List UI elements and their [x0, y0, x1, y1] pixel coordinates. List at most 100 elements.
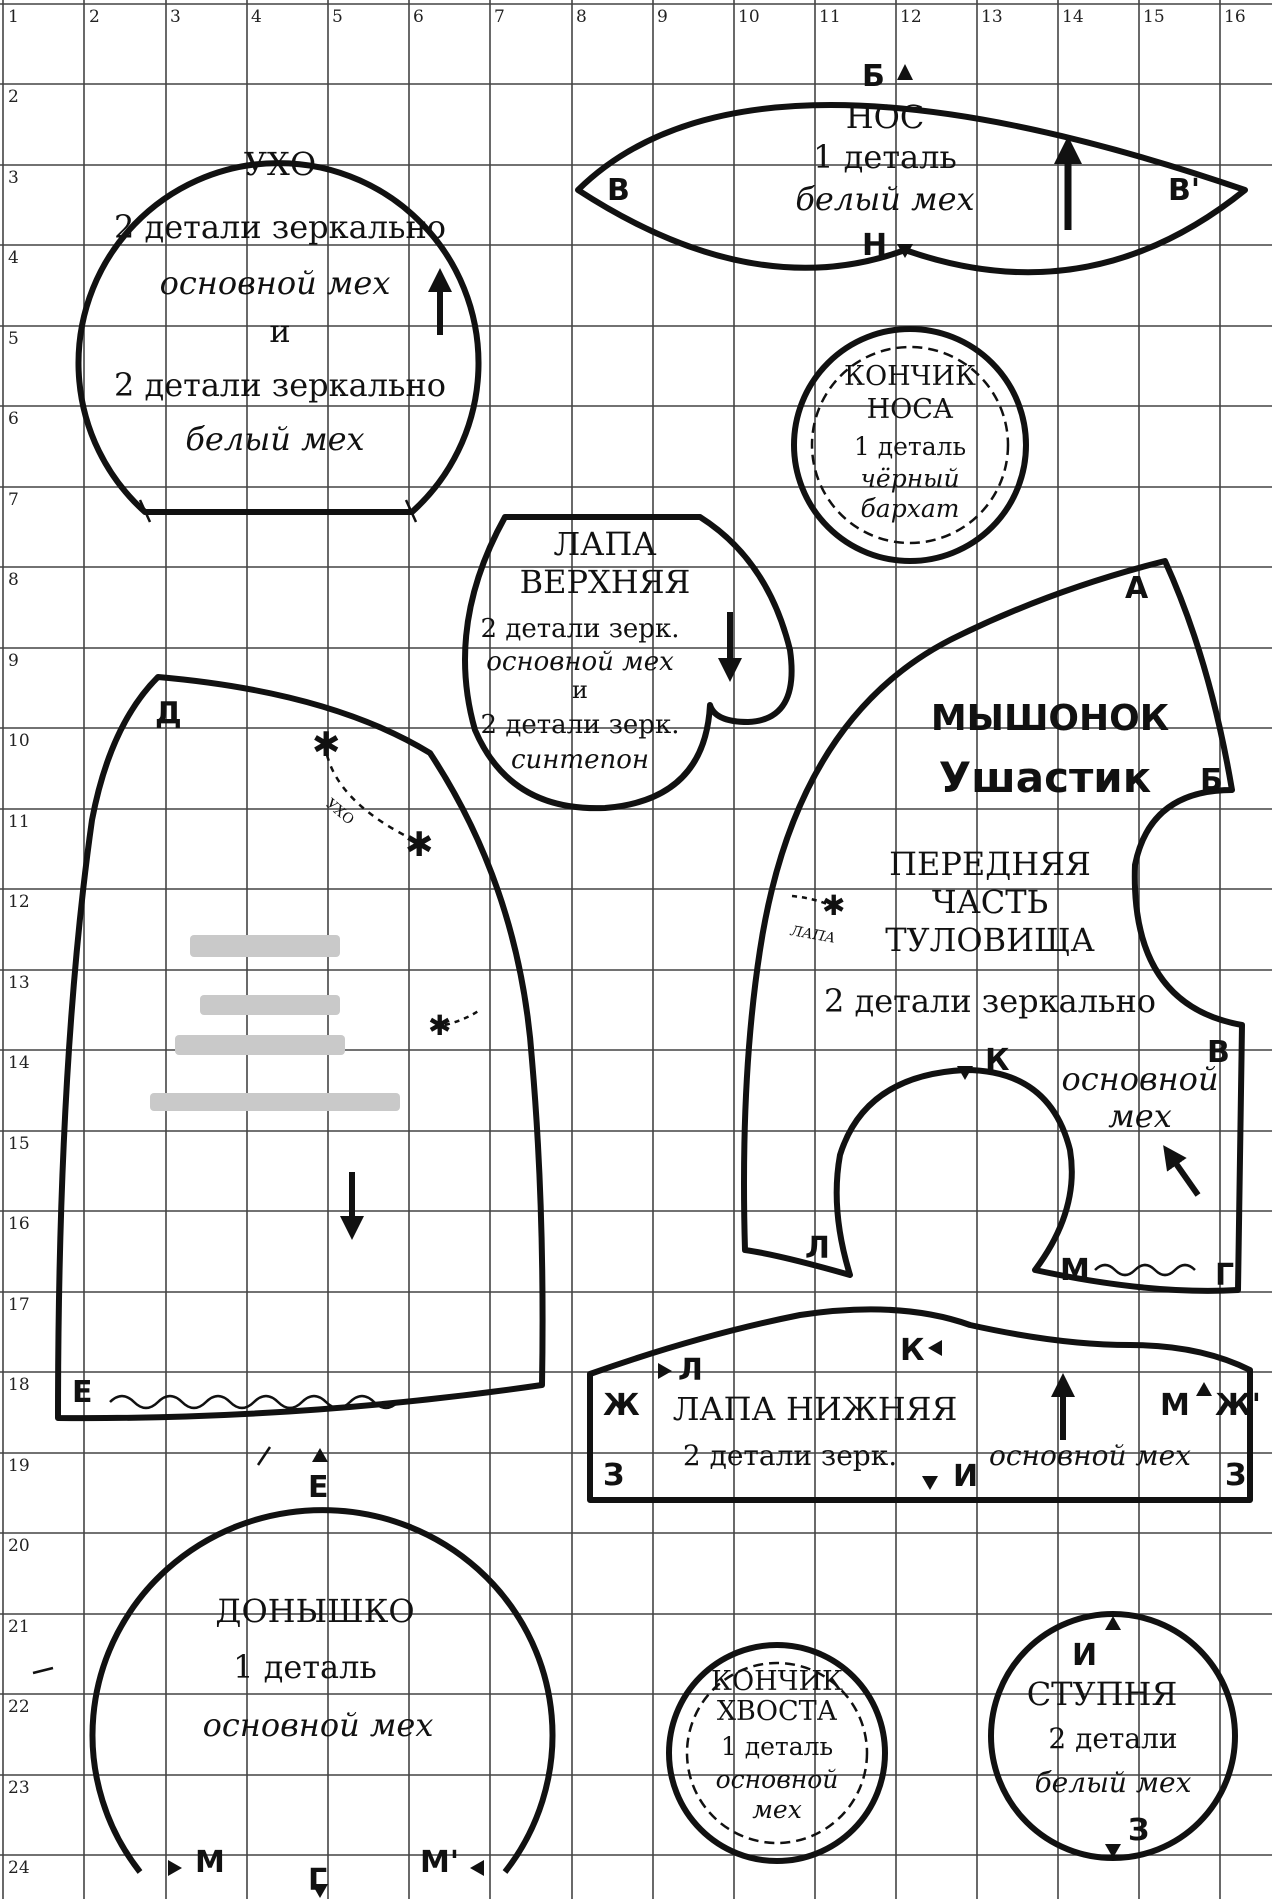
- nose-mark-n: Н: [862, 228, 887, 263]
- nose-mark-v: В: [607, 173, 630, 208]
- col-number: 15: [1143, 7, 1165, 27]
- col-number: 13: [981, 7, 1003, 27]
- upper-paw-count: 2 детали зерк.: [481, 614, 680, 644]
- foot-piece: И СТУПНЯ 2 детали белый мех З: [988, 1611, 1238, 1861]
- col-number: 1: [8, 7, 19, 27]
- foot-mark-i: И: [1072, 1638, 1097, 1673]
- col-number: 12: [900, 7, 922, 27]
- faded-label-block: [175, 1035, 345, 1055]
- tail-tip-seam: [685, 1661, 869, 1845]
- row-number: 11: [8, 812, 30, 832]
- bottom-name: ДОНЫШКО: [215, 1592, 414, 1630]
- bottom-count: 1 деталь: [233, 1648, 377, 1686]
- title-line-1: МЫШОНОК: [931, 698, 1169, 739]
- row-number: 6: [8, 409, 19, 429]
- col-number: 7: [494, 7, 505, 27]
- foot-mark-z: З: [1128, 1813, 1149, 1848]
- lower-paw-outline: [587, 1306, 1253, 1503]
- ear-name: УХО: [244, 145, 316, 183]
- body-mark-l: Л: [805, 1231, 830, 1266]
- ear-asterisk-icon: ✱: [312, 725, 341, 765]
- ear-piece: УХО 2 детали зеркально основной мех и 2 …: [75, 145, 482, 523]
- row-number: 3: [8, 168, 19, 188]
- upper-paw-material: основной мех: [486, 647, 674, 677]
- ear-count-2: 2 детали зеркально: [114, 366, 446, 404]
- upper-paw-material-2: синтепон: [511, 745, 649, 775]
- row-number: 23: [8, 1778, 30, 1798]
- paw-mark-k: К: [900, 1333, 925, 1368]
- nose-mark-b: Б: [862, 59, 885, 94]
- nose-mark-v2: В': [1168, 173, 1200, 208]
- row-number: 14: [8, 1053, 30, 1073]
- notch-g-icon: [312, 1884, 328, 1898]
- bottom-piece: Е ДОНЫШКО 1 деталь основной мех М Г М': [32, 1446, 556, 1898]
- col-number: 4: [251, 7, 262, 27]
- row-number: 12: [8, 892, 30, 912]
- notch-z-icon: [1105, 1844, 1121, 1858]
- bottom-mark-m: М: [195, 1845, 225, 1880]
- row-number: 22: [8, 1697, 30, 1717]
- nose-tip-name: КОНЧИК: [844, 361, 976, 392]
- title-line-2: Ушастик: [939, 753, 1152, 802]
- upper-paw-outline: [462, 514, 795, 812]
- notch-mark: [256, 1446, 272, 1466]
- notch-i-icon: [1105, 1616, 1121, 1630]
- lower-paw-count: 2 детали зерк.: [683, 1439, 897, 1472]
- front-body-outline: [741, 558, 1245, 1294]
- back-mark-e: Е: [72, 1375, 93, 1410]
- nose-tip-name-2: НОСА: [867, 394, 954, 425]
- row-number: 10: [8, 731, 30, 751]
- front-body-piece: А Б В К Л М Г МЫШОНОК Ушастик ПЕРЕДНЯЯ Ч…: [741, 558, 1245, 1294]
- notch-mark: [404, 499, 418, 523]
- ear-material-2: белый мех: [185, 420, 364, 458]
- faded-label-block: [150, 1093, 400, 1111]
- tail-tip-material: основной: [716, 1765, 839, 1794]
- body-mark-g: Г: [1215, 1258, 1234, 1293]
- upper-paw-count-2: 2 детали зерк.: [481, 710, 680, 740]
- row-number: 2: [8, 87, 19, 107]
- paw-mark-i: И: [953, 1459, 978, 1494]
- paw-mark-z2: З': [1225, 1458, 1256, 1493]
- col-number: 2: [89, 7, 100, 27]
- col-number: 10: [738, 7, 760, 27]
- body-mark-a: А: [1125, 571, 1149, 606]
- body-name: ПЕРЕДНЯЯ: [889, 845, 1091, 883]
- paw-note: ЛАПА: [788, 923, 836, 947]
- lower-paw-piece: Ж Ж' З З' Л К М И ЛАПА НИЖНЯЯ 2 детали з…: [587, 1306, 1261, 1503]
- tail-tip-name-2: ХВОСТА: [717, 1696, 838, 1727]
- notch-mark: [32, 1666, 54, 1675]
- bottom-material: основной мех: [203, 1706, 434, 1744]
- row-number: 17: [8, 1295, 30, 1315]
- row-number: 13: [8, 973, 30, 993]
- col-number: 14: [1062, 7, 1084, 27]
- foot-name: СТУПНЯ: [1027, 1675, 1178, 1713]
- faded-label-block: [200, 995, 340, 1015]
- tail-tip-count: 1 деталь: [721, 1732, 833, 1761]
- row-number: 9: [8, 651, 19, 671]
- notch-m-icon: [1196, 1382, 1212, 1396]
- row-number: 7: [8, 490, 19, 510]
- notch-m2-icon: [470, 1860, 484, 1876]
- back-mark-d: Д: [155, 696, 182, 731]
- lower-paw-material: основной мех: [989, 1439, 1191, 1472]
- col-number: 5: [332, 7, 343, 27]
- tail-tip-piece: КОНЧИК ХВОСТА 1 деталь основной мех: [666, 1642, 888, 1864]
- body-mark-b: Б: [1200, 763, 1223, 798]
- upper-paw-name: ЛАПА: [553, 525, 656, 563]
- paw-mark-zh: Ж: [603, 1388, 640, 1423]
- row-numbers: 2 3 4 5 6 7 8 9 10 11 12 13 14 15 16 17 …: [8, 87, 30, 1878]
- nose-count: 1 деталь: [813, 138, 957, 176]
- tail-tip-name: КОНЧИК: [711, 1666, 843, 1697]
- row-number: 18: [8, 1375, 30, 1395]
- body-material: основной: [1061, 1060, 1218, 1098]
- faded-label-block: [190, 935, 340, 957]
- notch-e-icon: [312, 1448, 328, 1462]
- row-number: 19: [8, 1456, 30, 1476]
- fold-wavy-line: [1094, 1263, 1196, 1277]
- row-number: 8: [8, 570, 19, 590]
- nose-tip-count: 1 деталь: [854, 432, 966, 461]
- bottom-mark-e: Е: [308, 1470, 329, 1505]
- ear-asterisk-icon-2: ✱: [405, 825, 434, 865]
- col-number: 9: [657, 7, 668, 27]
- body-mark-k: К: [985, 1043, 1010, 1078]
